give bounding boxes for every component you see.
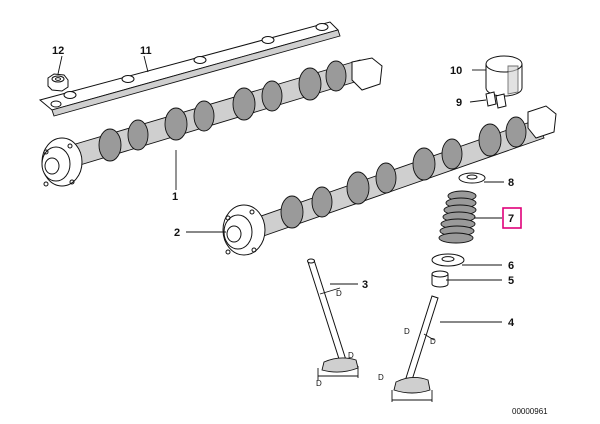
part-6-spring-seat[interactable] xyxy=(431,253,465,267)
dimension-label-d1: D xyxy=(336,289,342,298)
dimension-label-d2: D xyxy=(348,351,354,360)
part-3-valve[interactable] xyxy=(307,258,359,380)
callout-3[interactable]: 3 xyxy=(362,279,368,291)
callout-9[interactable]: 9 xyxy=(456,97,462,109)
part-12-nut[interactable] xyxy=(47,73,69,92)
part-9-valve-cotters[interactable] xyxy=(485,91,507,109)
callout-4[interactable]: 4 xyxy=(508,317,515,329)
diagram-reference-number: 00000961 xyxy=(512,407,548,416)
dimension-label-d3: D xyxy=(316,379,322,388)
callout-1[interactable]: 1 xyxy=(172,191,178,203)
dimension-label-d6: D xyxy=(378,373,384,382)
callout-labels: 12 11 1 2 3 4 5 6 7 8 9 10 xyxy=(52,45,522,329)
part-1-camshaft-upper[interactable] xyxy=(41,57,383,187)
dimension-markers: D D D D D D xyxy=(316,289,436,388)
part-5-valve-stem-seal[interactable] xyxy=(431,270,449,288)
dimension-label-d4: D xyxy=(404,327,410,336)
callout-12[interactable]: 12 xyxy=(52,45,64,57)
dimension-label-d5: D xyxy=(430,337,436,346)
callout-2[interactable]: 2 xyxy=(174,227,180,239)
part-8-spring-retainer[interactable] xyxy=(458,172,486,184)
callout-8[interactable]: 8 xyxy=(508,177,514,189)
part-11-bridge-strip[interactable] xyxy=(38,21,341,117)
callout-7-highlight-box xyxy=(502,207,522,229)
callout-5[interactable]: 5 xyxy=(508,275,514,287)
part-4-valve[interactable] xyxy=(391,295,439,402)
callout-6[interactable]: 6 xyxy=(508,260,514,272)
part-7-valve-spring[interactable] xyxy=(438,190,477,244)
callout-11[interactable]: 11 xyxy=(140,45,152,57)
callout-10[interactable]: 10 xyxy=(450,65,462,77)
part-10-tappet[interactable] xyxy=(485,55,523,97)
leader-lines xyxy=(57,55,504,323)
part-2-camshaft-lower[interactable] xyxy=(222,105,557,256)
callout-7[interactable]: 7 xyxy=(508,213,514,225)
